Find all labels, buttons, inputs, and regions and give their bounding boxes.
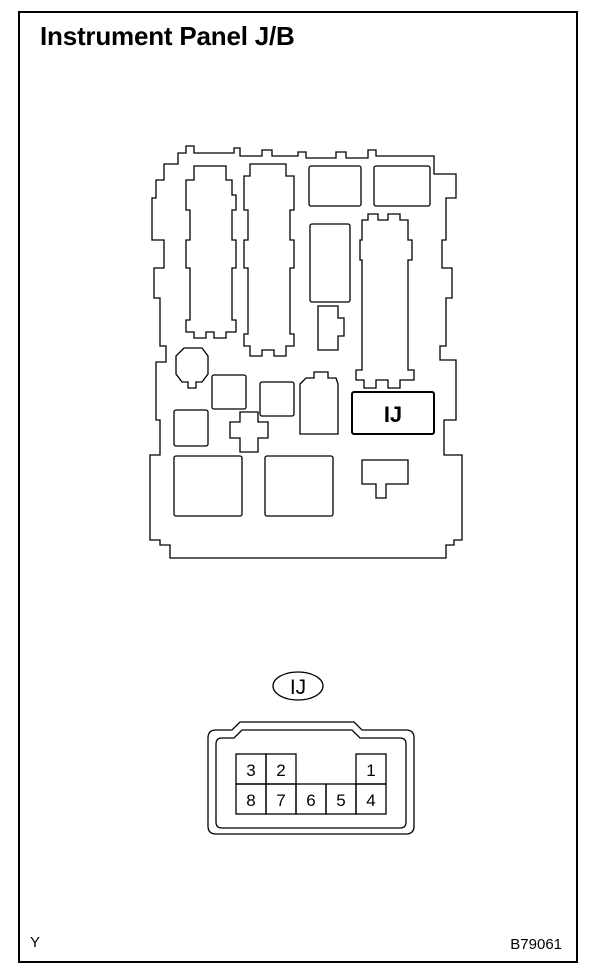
corner-code: Y [30, 934, 41, 951]
connector-body-outer [207, 721, 415, 835]
bottom-box-left [173, 455, 243, 517]
top-fuse-box-right [373, 165, 431, 207]
pin-number-1: 1 [366, 761, 375, 780]
bottom-tab-part [361, 459, 409, 499]
connector-callout-label: IJ [290, 676, 306, 699]
ij-location-label: IJ [384, 402, 402, 427]
relay-column-1 [185, 165, 237, 339]
cross-socket [229, 411, 269, 453]
bottom-box-center [264, 455, 334, 517]
pin-number-2: 2 [276, 761, 285, 780]
pin-number-4: 4 [366, 791, 375, 810]
relay-column-3 [355, 213, 415, 389]
ij-connector-location [351, 391, 435, 435]
pin-number-3: 3 [246, 761, 255, 780]
junction-block-outline [149, 145, 463, 559]
pin-number-7: 7 [276, 791, 285, 810]
figure-id: B79061 [510, 936, 562, 953]
connector-callout-oval [272, 671, 324, 701]
pin-number-6: 6 [306, 791, 315, 810]
diagram-title: Instrument Panel J/B [40, 21, 295, 51]
pin-cell-4 [355, 783, 387, 815]
pin-number-8: 8 [246, 791, 255, 810]
relay-column-2 [243, 163, 295, 357]
square-socket-1 [211, 374, 247, 410]
pin-number-5: 5 [336, 791, 345, 810]
notched-connector [299, 371, 339, 435]
small-connector-part [317, 305, 345, 351]
top-fuse-box-left [308, 165, 362, 207]
diagram-frame: Instrument Panel J/B Y B79061 [18, 11, 578, 963]
octagon-socket [175, 347, 209, 389]
square-socket-3 [173, 409, 209, 447]
square-socket-2 [259, 381, 295, 417]
connector-body-inner [215, 729, 407, 829]
middle-relay-box [309, 223, 351, 303]
